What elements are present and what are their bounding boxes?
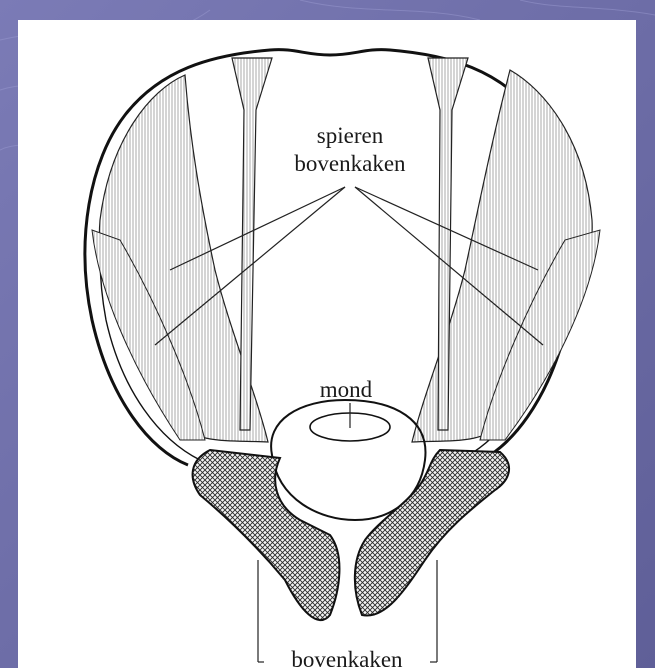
mouth-label: mond [320, 377, 373, 402]
mandibles-label: bovenkaken [291, 647, 403, 668]
muscles-label-line1: spieren [317, 123, 384, 148]
right-mandible [355, 450, 509, 616]
left-mandible [193, 450, 340, 620]
muscles-label-line2: bovenkaken [294, 151, 406, 176]
